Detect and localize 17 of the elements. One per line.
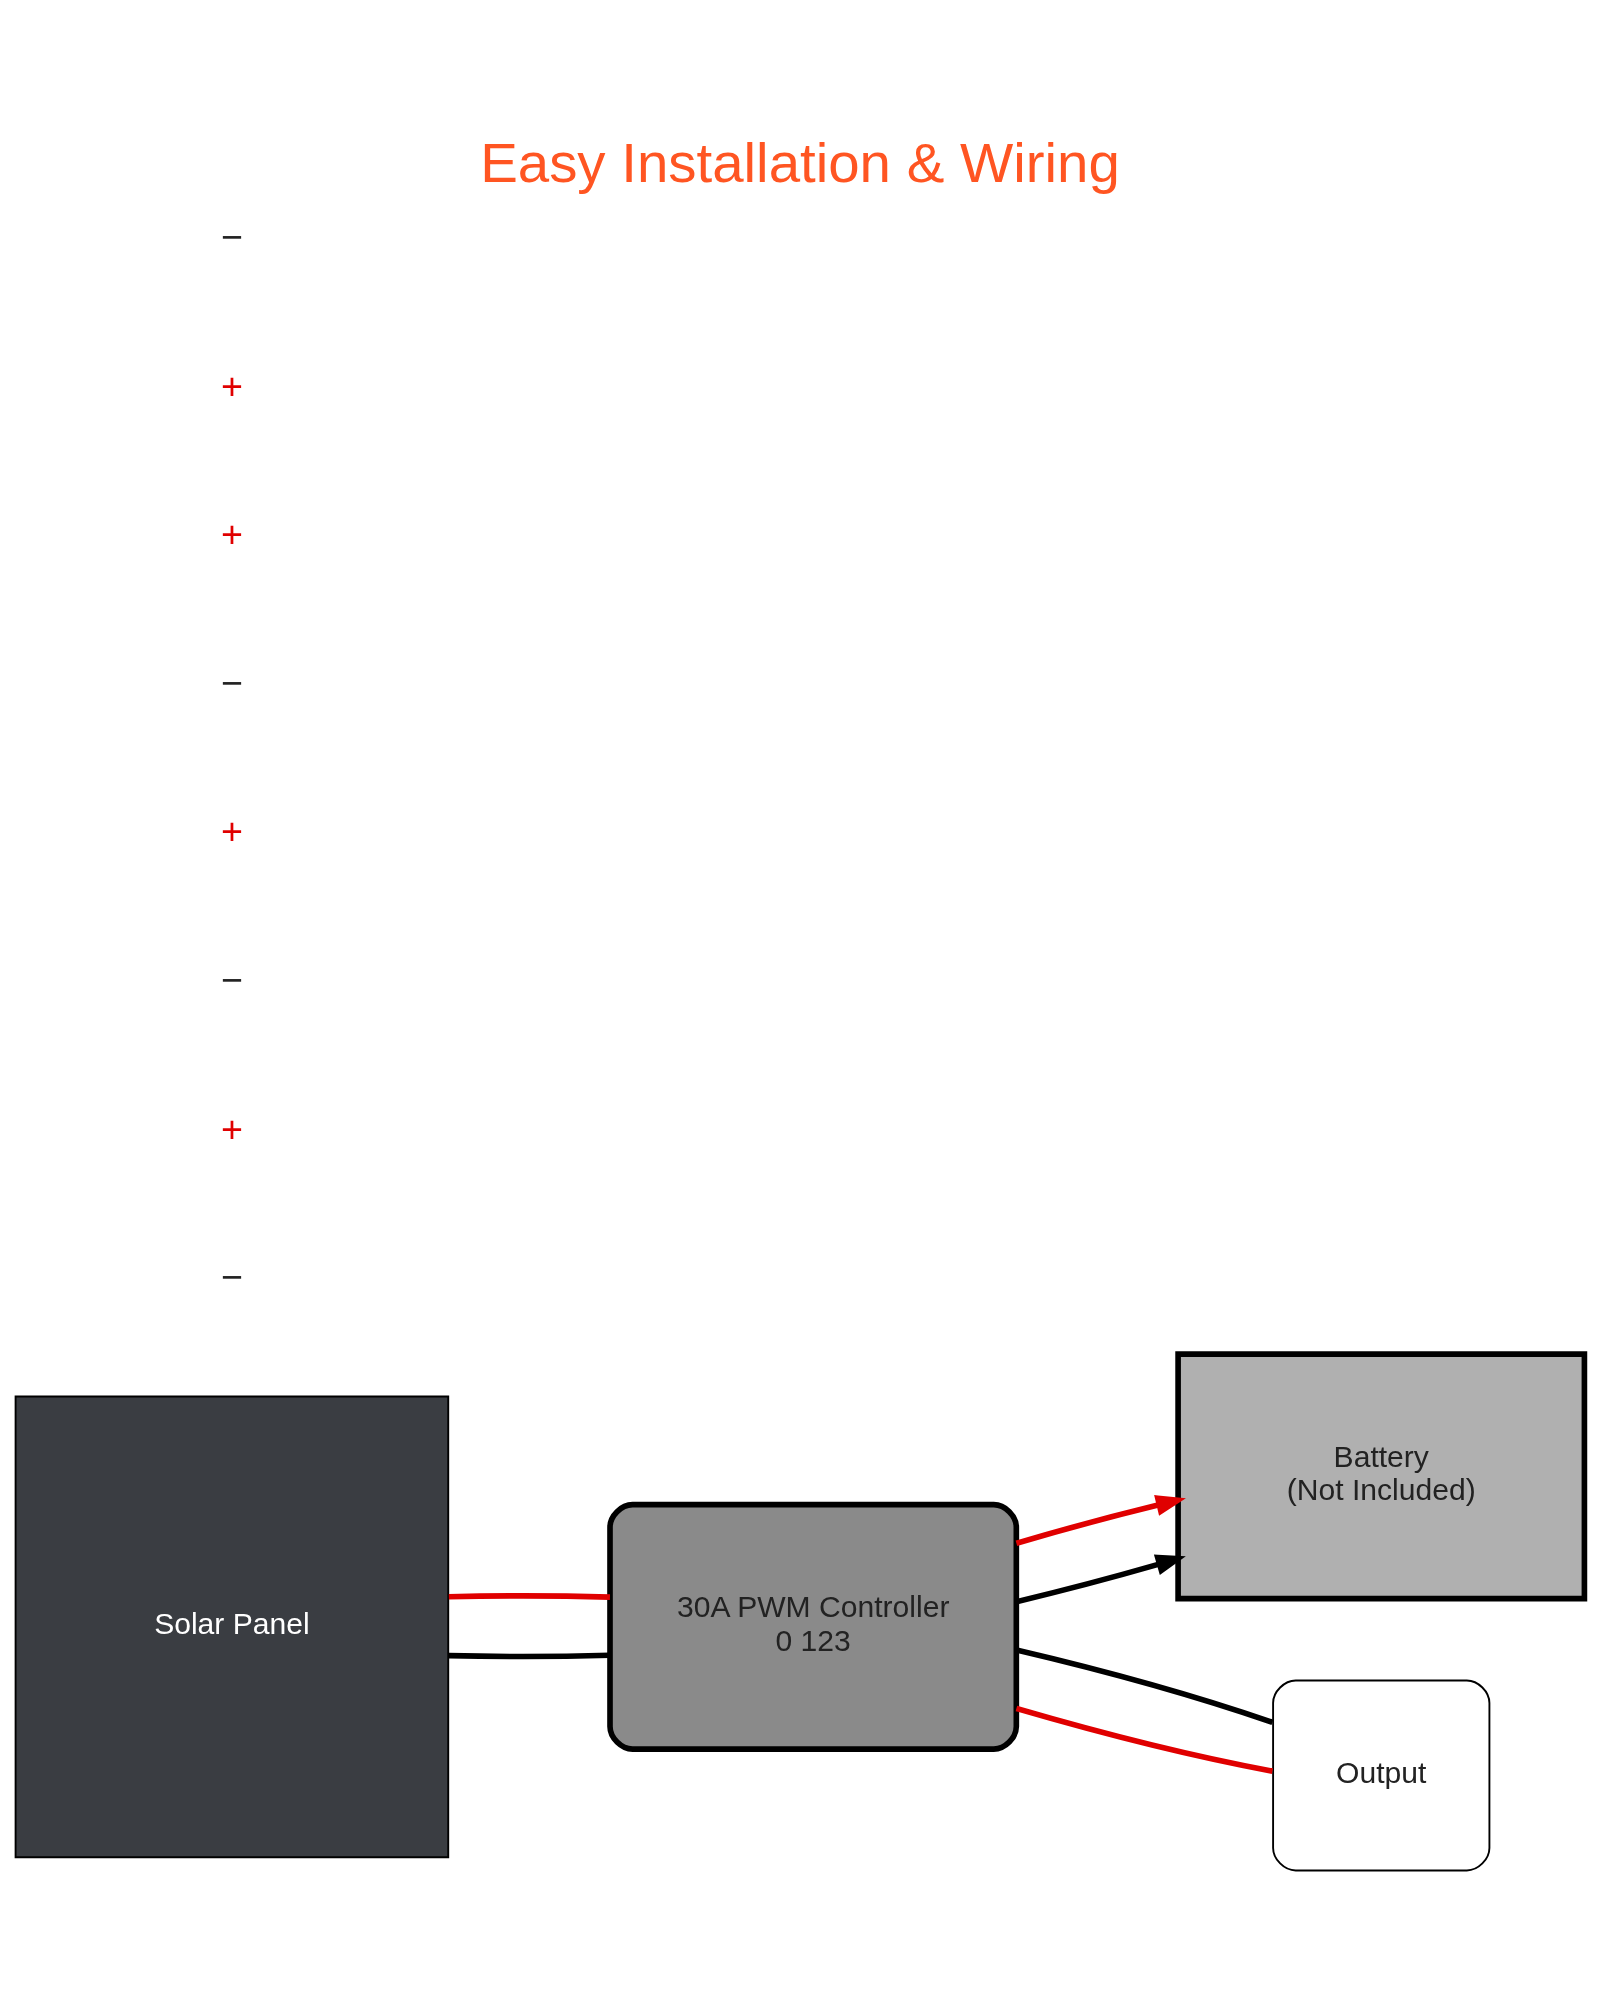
label: + xyxy=(220,810,243,853)
connector xyxy=(448,1593,610,1600)
label: − xyxy=(220,661,243,704)
node-box: Battery (Not Included) xyxy=(1175,1351,1588,1602)
node-box: 30A PWM Controller 0 123 xyxy=(607,1501,1020,1752)
diagram-title: Easy Installation & Wiring xyxy=(480,131,1120,195)
connector xyxy=(1015,1705,1273,1774)
label: − xyxy=(220,215,243,258)
label: − xyxy=(220,1256,243,1299)
label: + xyxy=(220,364,243,407)
node-box: Output xyxy=(1272,1679,1491,1872)
label: − xyxy=(220,958,243,1001)
connector xyxy=(448,1652,610,1660)
label: + xyxy=(220,513,243,556)
node-box: Solar Panel xyxy=(14,1395,450,1859)
arrow xyxy=(1015,1495,1186,1546)
label: + xyxy=(220,1107,243,1150)
